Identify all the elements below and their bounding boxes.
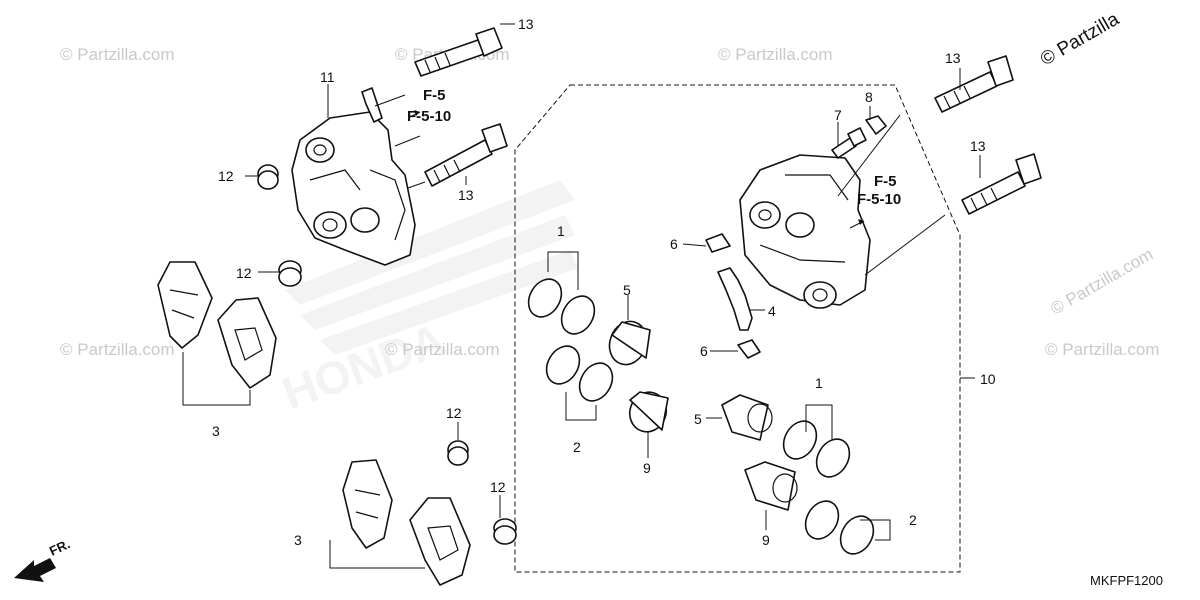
ref-label-f5-left: F-5 [423, 87, 446, 104]
callout-10: 10 [980, 371, 996, 387]
caliper-left [291, 87, 416, 266]
callout-1: 1 [815, 375, 823, 391]
watermark-text: © Partzilla.com [385, 340, 500, 359]
diagram-code: MKFPF1200 [1090, 573, 1163, 588]
callout-12: 12 [446, 405, 462, 421]
leader-lines [245, 23, 981, 530]
bolt-left-mid [424, 123, 508, 187]
callout-12: 12 [490, 479, 506, 495]
callout-2: 2 [909, 512, 917, 528]
bleeder-cap [865, 115, 887, 135]
piston-5-lower [721, 394, 773, 441]
callout-3: 3 [212, 423, 220, 439]
callout-5: 5 [623, 282, 631, 298]
callout-7: 7 [834, 107, 842, 123]
callout-8: 8 [865, 89, 873, 105]
bleeder-valve [831, 127, 867, 159]
callout-12: 12 [218, 168, 234, 184]
watermark-text: © Partzilla.com [60, 340, 175, 359]
bolt-left-top [414, 27, 503, 77]
callout-4: 4 [768, 303, 776, 319]
callout-9: 9 [762, 532, 770, 548]
reference-labels: F-5 F-5-10 F-5 F-5-10 [407, 87, 901, 208]
watermark-corner: © Partzilla [1037, 8, 1123, 70]
pad-retainer-clip-upper [705, 233, 731, 253]
watermark-text: © Partzilla.com [1045, 340, 1160, 359]
watermark-text: © Partzilla.com [60, 45, 175, 64]
callout-5: 5 [694, 411, 702, 427]
callout-13: 13 [518, 16, 534, 32]
callout-13: 13 [458, 187, 474, 203]
piston-seal-set-2-lower [804, 500, 875, 555]
piston-9-lower [744, 461, 798, 511]
front-direction-indicator: FR. [14, 536, 72, 582]
callout-6: 6 [670, 236, 678, 252]
seal-12-lower-bottom [493, 518, 517, 545]
component-set-boundary [514, 84, 961, 573]
callout-9: 9 [643, 460, 651, 476]
callout-12: 12 [236, 265, 252, 281]
seal-12-left-lower [278, 260, 302, 287]
callouts: 11 12 12 12 12 13 13 13 13 3 3 1 1 2 2 5… [212, 16, 996, 548]
callout-3-upper-bracket [182, 352, 251, 406]
ref-label-f5-10-left: F-5-10 [407, 108, 451, 125]
front-arrow-icon [14, 558, 56, 582]
callout-13: 13 [945, 50, 961, 66]
brake-pad-upper-left [157, 261, 277, 389]
bolt-right-mid [961, 153, 1042, 215]
ref-label-f5-right: F-5 [874, 173, 897, 190]
callout-6: 6 [700, 343, 708, 359]
piston-9-upper [628, 391, 669, 433]
callout-1: 1 [557, 223, 565, 239]
caliper-right [739, 154, 871, 309]
front-label: FR. [47, 536, 72, 558]
seal-12-lower-mid [447, 440, 469, 466]
callout-11: 11 [320, 69, 335, 85]
callout-3: 3 [294, 532, 302, 548]
bolt-right-top [934, 55, 1014, 113]
pad-spring [717, 267, 753, 331]
ref-arrows [407, 110, 865, 229]
piston-seal-set-1-upper [527, 278, 596, 335]
callout-3-lower-bracket [329, 540, 425, 569]
watermark-text: © Partzilla.com [718, 45, 833, 64]
callout-2: 2 [573, 439, 581, 455]
seal-12-left-upper [257, 164, 279, 190]
piston-seal-set-2-upper [545, 345, 614, 402]
pad-retainer-clip-lower [737, 339, 761, 359]
callout-13: 13 [970, 138, 986, 154]
brake-pad-lower-left [342, 459, 471, 586]
watermark-text: © Partzilla.com [1048, 245, 1157, 319]
piston-5-upper [608, 320, 651, 366]
ref-label-f5-10-right: F-5-10 [857, 191, 901, 208]
piston-seal-set-1-lower [782, 420, 851, 478]
